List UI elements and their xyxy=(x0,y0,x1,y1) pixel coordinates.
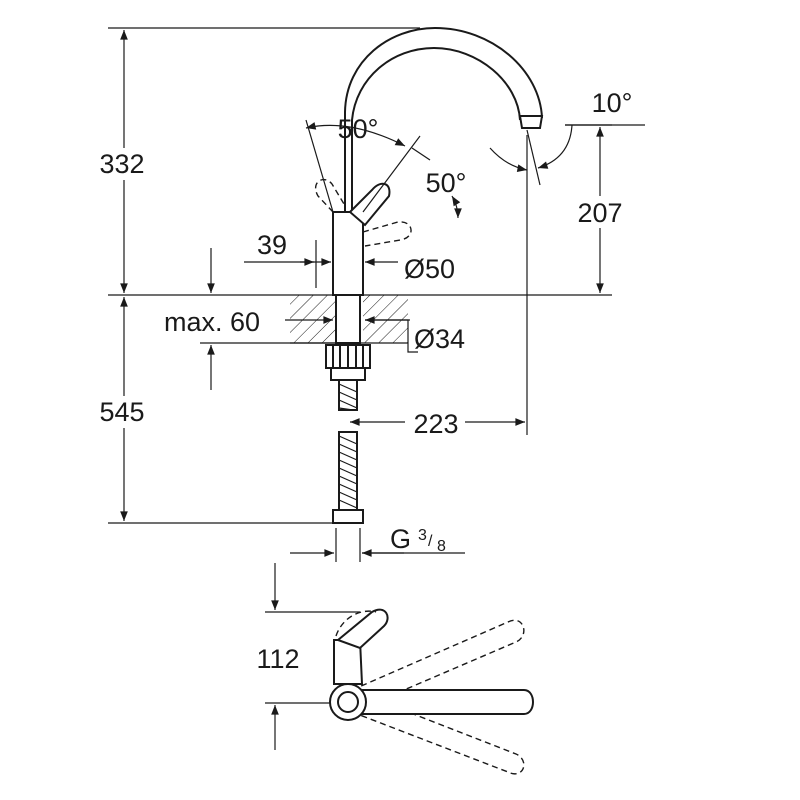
flex-hose-upper xyxy=(338,379,358,411)
front-elevation: 332 545 207 max. 60 Ø34 xyxy=(90,26,645,562)
lever-angle-right-label: 50° xyxy=(426,168,467,198)
lever-position-left xyxy=(314,178,345,213)
plan-lever-alt xyxy=(335,610,377,637)
mounting-shank xyxy=(335,294,361,344)
spout-tilt-label: 10° xyxy=(592,88,633,118)
connection-thread-slash: / xyxy=(428,533,433,550)
hose-connector xyxy=(332,509,364,524)
total-height-label: 332 xyxy=(99,149,144,179)
plan-body-base xyxy=(329,683,367,721)
connection-thread-label: G xyxy=(390,524,411,554)
deck-hatch-left xyxy=(290,295,335,343)
plan-spout xyxy=(349,689,534,715)
tap-body xyxy=(332,211,364,296)
mounting-nut xyxy=(325,344,371,369)
plan-lever-handle xyxy=(336,608,389,650)
body-diameter-label: Ø50 xyxy=(404,254,455,284)
lever-offset-label: 39 xyxy=(257,230,287,260)
connection-thread-numerator: 3 xyxy=(418,527,427,544)
max-thickness-label: max. 60 xyxy=(164,307,260,337)
hole-diameter-label: Ø34 xyxy=(414,324,465,354)
deck-hatch-right xyxy=(363,295,408,343)
hose-length-label: 545 xyxy=(99,397,144,427)
outlet-height-label: 207 xyxy=(577,198,622,228)
spout-outlet xyxy=(518,115,544,129)
spout-swing-lower xyxy=(351,693,525,775)
spout-inner xyxy=(351,46,521,212)
lever-handle xyxy=(348,182,391,227)
lever-position-right xyxy=(362,221,412,247)
connection-thread-denominator: 8 xyxy=(437,538,446,555)
spout-reach-label: 223 xyxy=(413,409,458,439)
spout-swing-upper xyxy=(351,619,525,709)
lever-angle-left-label: 50° xyxy=(338,114,379,144)
spout-outer xyxy=(344,26,543,212)
plan-depth-label: 112 xyxy=(256,644,299,674)
plan-view: 112 xyxy=(256,563,534,775)
